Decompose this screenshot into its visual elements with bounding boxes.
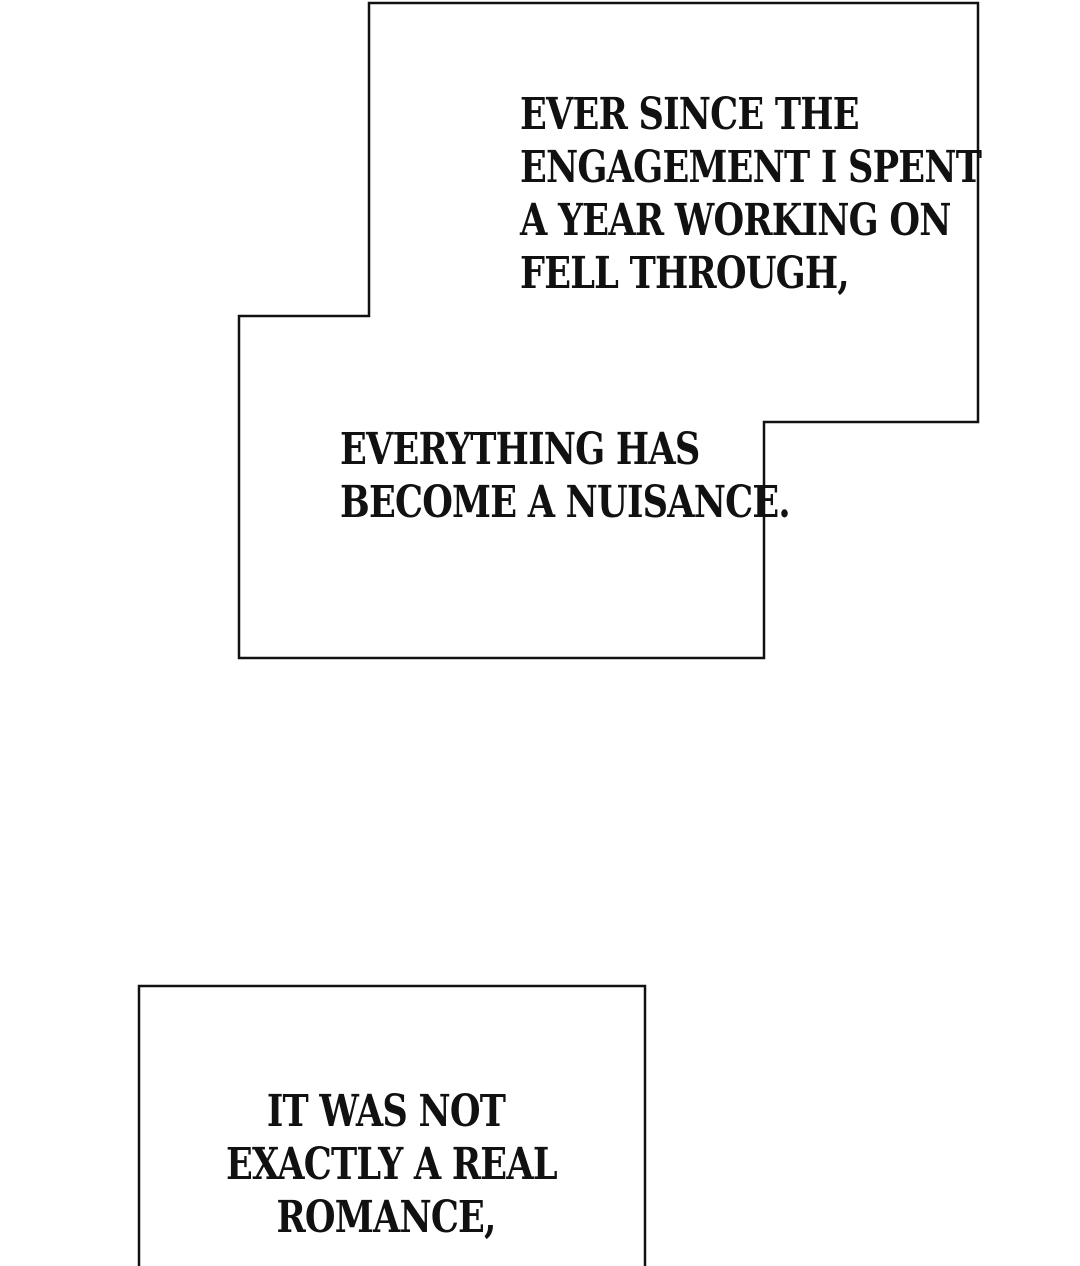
- caption-line: A YEAR WORKING ON: [520, 195, 951, 246]
- narration-caption-engagement: EVER SINCE THE ENGAGEMENT I SPENT A YEAR…: [520, 88, 982, 300]
- caption-line: EVER SINCE THE: [520, 89, 860, 140]
- caption-line: ROMANCE,: [276, 1192, 496, 1243]
- caption-line: ENGAGEMENT I SPENT: [520, 142, 982, 193]
- narration-caption-nuisance: EVERYTHING HAS BECOME A NUISANCE.: [340, 423, 791, 529]
- caption-line: EVERYTHING HAS: [340, 424, 700, 475]
- caption-line: IT WAS NOT: [266, 1086, 506, 1137]
- narration-caption-romance: IT WAS NOT EXACTLY A REAL ROMANCE,: [226, 1085, 558, 1244]
- caption-line: FELL THROUGH,: [520, 248, 850, 299]
- narration-box-bottom: [137, 984, 647, 1266]
- narration-box-stepped: [237, 1, 980, 660]
- caption-line: BECOME A NUISANCE.: [340, 477, 791, 528]
- caption-line: EXACTLY A REAL: [226, 1139, 558, 1190]
